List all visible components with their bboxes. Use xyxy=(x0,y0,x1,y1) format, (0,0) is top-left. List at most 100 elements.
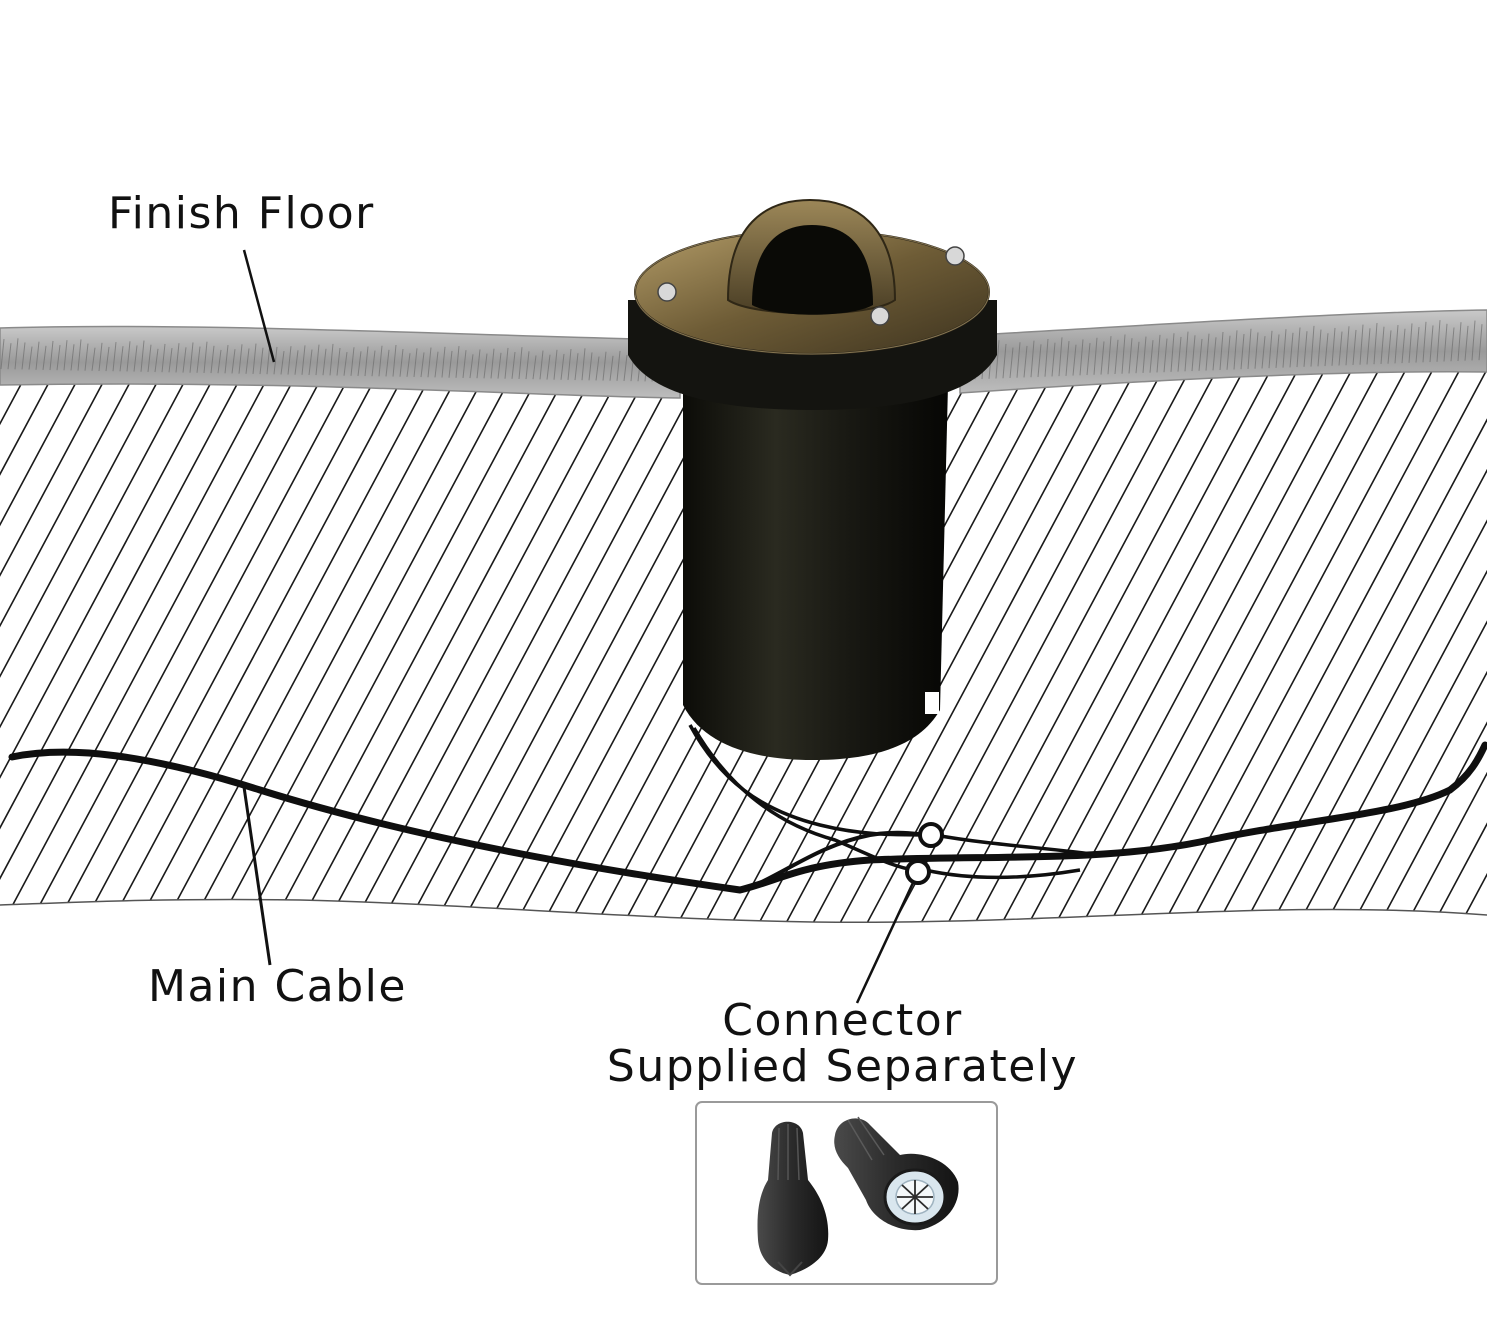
hatch-line xyxy=(1316,371,1487,923)
hatch-line xyxy=(992,371,1304,923)
hatch-line xyxy=(0,371,62,923)
floor-texture-stroke xyxy=(7,343,12,370)
floor-texture-stroke xyxy=(1303,331,1308,367)
main-cable xyxy=(8,741,1487,894)
floor-texture-stroke xyxy=(98,342,103,372)
floor-texture-stroke xyxy=(168,347,173,373)
floor-texture-stroke xyxy=(287,346,292,375)
floor-texture-stroke xyxy=(322,348,327,376)
floor-texture-stroke xyxy=(1345,326,1350,366)
floor-texture-stroke xyxy=(1205,333,1210,371)
floor-texture-stroke xyxy=(1051,342,1056,377)
floor-texture-stroke xyxy=(1128,338,1133,374)
hatch-line xyxy=(1046,371,1358,923)
floor-texture-stroke xyxy=(539,350,544,380)
floor-texture-stroke xyxy=(105,346,110,372)
floor-texture-stroke xyxy=(497,352,502,379)
wire-connector-icon xyxy=(757,1116,959,1277)
floor-texture-stroke xyxy=(1156,334,1161,373)
floor-texture-stroke xyxy=(1163,338,1168,373)
hatch-line xyxy=(0,371,170,923)
floor-texture-stroke xyxy=(1079,339,1084,376)
hatch-line xyxy=(911,371,1223,923)
hatch-line xyxy=(857,371,1169,923)
soil-bottom-edge xyxy=(0,898,1487,924)
hatch-line xyxy=(0,371,116,923)
floor-texture-stroke xyxy=(119,346,124,372)
floor-texture-stroke xyxy=(1436,320,1441,362)
hatch-line xyxy=(803,371,1115,923)
connector-photo-box xyxy=(695,1101,998,1285)
floor-texture-stroke xyxy=(588,352,593,381)
connector-label-line1: Connector xyxy=(722,995,963,1046)
floor-texture-stroke xyxy=(399,349,404,377)
floor-texture-stroke xyxy=(406,353,411,377)
floor-texture-stroke xyxy=(259,347,264,375)
floor-texture-stroke xyxy=(49,340,54,371)
floor-texture-stroke xyxy=(518,347,523,380)
floor-texture-stroke xyxy=(455,346,460,378)
floor-texture-stroke xyxy=(1338,331,1343,366)
floor-texture-stroke xyxy=(469,354,474,379)
connector-leader xyxy=(855,871,920,1004)
hatch-line xyxy=(1478,371,1487,923)
floor-texture-stroke xyxy=(392,344,397,377)
floor-texture-stroke xyxy=(1324,333,1329,367)
floor-texture-stroke xyxy=(1401,328,1406,364)
floor-texture-stroke xyxy=(1394,325,1399,364)
hatch-line xyxy=(1289,371,1487,923)
floor-texture-stroke xyxy=(210,345,215,374)
hatch-line xyxy=(1262,371,1487,923)
hatch-line xyxy=(0,371,89,923)
floor-texture-stroke xyxy=(294,350,299,375)
well-light-fixture-icon xyxy=(628,198,997,760)
connector-label: Connector Supplied Separately xyxy=(600,998,1085,1090)
floor-texture-stroke xyxy=(1023,345,1028,378)
floor-texture-stroke xyxy=(1107,336,1112,375)
hatch-line xyxy=(1208,371,1487,923)
fixture-lead-wires xyxy=(688,724,1101,880)
hatch-line xyxy=(830,371,1142,923)
floor-texture-stroke xyxy=(1408,323,1413,363)
floor-texture-stroke xyxy=(1114,339,1119,375)
floor-texture-stroke xyxy=(602,351,607,381)
floor-texture-stroke xyxy=(1142,336,1147,373)
floor-texture-stroke xyxy=(546,354,551,380)
floor-texture-stroke xyxy=(441,346,446,378)
floor-texture-stroke xyxy=(42,345,47,370)
floor-texture-stroke xyxy=(567,349,572,380)
hatch-line xyxy=(0,371,224,923)
hatch-line xyxy=(344,371,656,923)
floor-texture-stroke xyxy=(1429,325,1434,363)
floor-texture-stroke xyxy=(1170,333,1175,372)
floor-texture-stroke xyxy=(490,348,495,379)
floor-texture-stroke xyxy=(371,350,376,377)
hatch-line xyxy=(0,371,305,923)
floor-texture-stroke xyxy=(1212,337,1217,371)
floor-texture-stroke xyxy=(182,347,187,373)
floor-texture-stroke xyxy=(175,343,180,373)
floor-texture-stroke xyxy=(427,347,432,378)
floor-texture-stroke xyxy=(126,341,131,372)
floor-texture-stroke xyxy=(203,341,208,374)
main-cable-leader xyxy=(242,786,272,966)
floor-texture-stroke xyxy=(1268,330,1273,369)
floor-texture-stroke xyxy=(77,339,82,371)
hatch-line xyxy=(155,371,467,923)
floor-texture-stroke xyxy=(1359,324,1364,365)
floor-texture-stroke xyxy=(995,340,1000,379)
hatch-line xyxy=(317,371,629,923)
floor-texture-stroke xyxy=(154,348,159,373)
hatch-line xyxy=(1100,371,1412,923)
floor-texture-stroke xyxy=(217,349,222,374)
floor-texture-stroke xyxy=(252,343,257,374)
floor-texture-stroke xyxy=(1135,341,1140,374)
floor-texture-stroke xyxy=(56,344,61,371)
hatch-line xyxy=(1073,371,1385,923)
floor-texture-stroke xyxy=(1261,336,1266,369)
floor-texture-stroke xyxy=(1030,340,1035,378)
floor-texture-stroke xyxy=(1044,338,1049,377)
finish-floor-leader xyxy=(242,249,276,363)
